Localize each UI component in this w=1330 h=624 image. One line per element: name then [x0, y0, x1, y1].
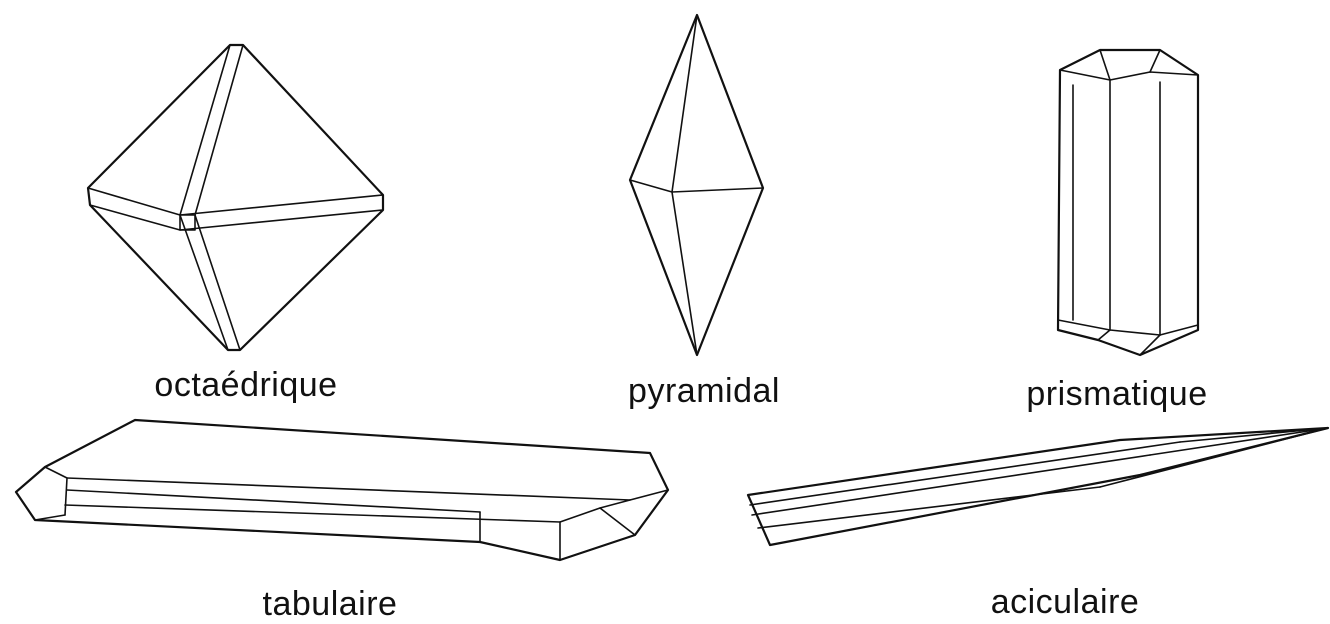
- tabular-crystal: [16, 420, 668, 560]
- label-pyramidal: pyramidal: [628, 372, 780, 411]
- label-octaedrique: octaédrique: [154, 366, 337, 405]
- acicular-crystal: [748, 428, 1328, 545]
- pyramidal-crystal: [630, 15, 763, 355]
- label-aciculaire: aciculaire: [991, 583, 1140, 622]
- label-prismatique: prismatique: [1026, 375, 1207, 414]
- label-tabulaire: tabulaire: [263, 585, 398, 624]
- prismatic-crystal: [1058, 50, 1198, 355]
- octahedral-crystal: [88, 45, 383, 350]
